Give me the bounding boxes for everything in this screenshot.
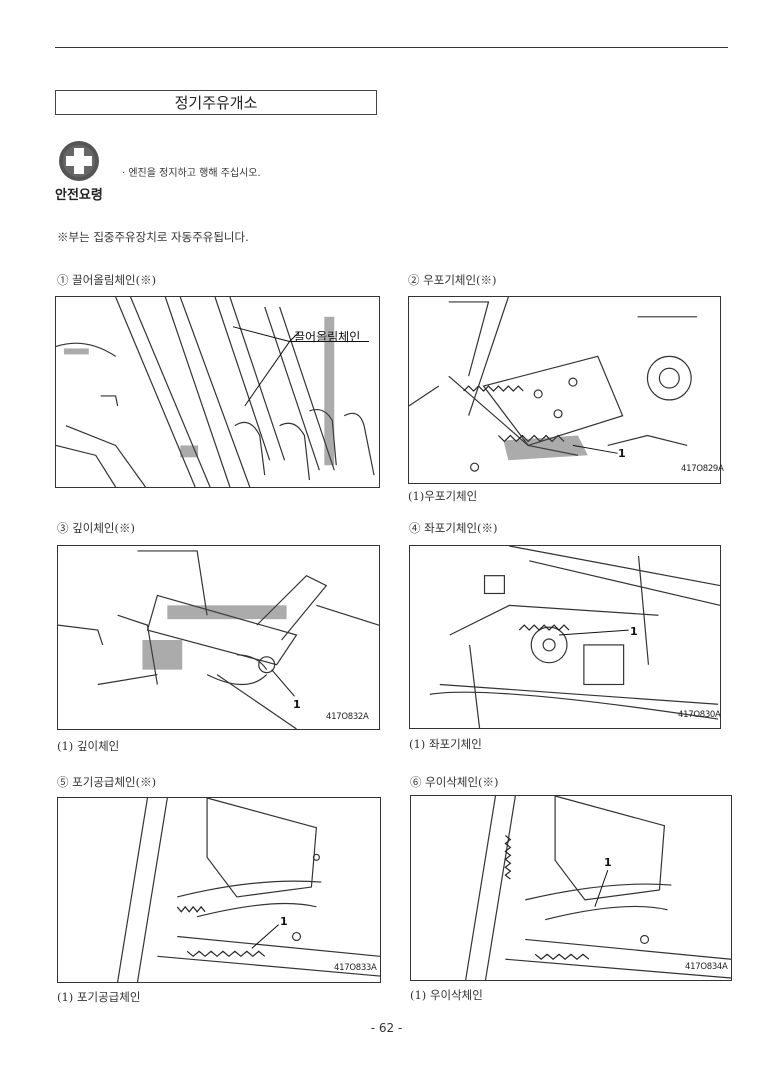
header-rule — [55, 47, 728, 48]
callout-number-6: 1 — [604, 856, 612, 869]
caption-3: (1) 깊이체인 — [57, 739, 120, 753]
figure-code-4: 417O830A — [678, 710, 721, 720]
caption-6: (1) 우이삭체인 — [410, 988, 483, 1002]
section-title: 정기주유개소 — [55, 90, 377, 115]
callout-number-4: 1 — [630, 625, 638, 638]
callout-lift-chain: 끌어올림체인 — [294, 330, 361, 344]
figure-depth-chain: 1 417O832A — [57, 545, 380, 730]
figure-lift-chain: 끌어올림체인 — [55, 296, 380, 488]
figure-code-6: 417O834A — [685, 962, 728, 972]
section-heading-6: ⑥ 우이삭체인(※) — [410, 775, 499, 789]
figure-right-ear-chain: 1 417O834A — [410, 795, 732, 981]
callout-number-5: 1 — [280, 915, 288, 928]
figure-seedling-feed-chain: 1 417O833A — [57, 797, 381, 983]
section-title-text: 정기주유개소 — [174, 94, 258, 112]
section-heading-5: ⑤ 포기공급체인(※) — [57, 775, 157, 789]
figure-left-planting-chain: 1 417O830A — [409, 545, 721, 729]
figure-code-2: 417O829A — [681, 464, 724, 474]
callout-number-3: 1 — [293, 698, 301, 711]
auto-lube-note: ※부는 집중주유장치로 자동주유됩니다. — [57, 230, 249, 244]
safety-instruction: · 엔진을 정지하고 행해 주십시오. — [122, 168, 261, 179]
section-heading-4: ④ 좌포기체인(※) — [409, 521, 498, 535]
caption-5: (1) 포기공급체인 — [57, 990, 141, 1004]
callout-number-2: 1 — [618, 447, 626, 460]
figure-code-5: 417O833A — [334, 963, 377, 973]
page-number: - 62 - — [370, 1021, 403, 1035]
figure-code-3: 417O832A — [326, 712, 369, 722]
safety-label: 안전요령 — [55, 188, 103, 203]
figure-right-planting-chain: 1 417O829A — [408, 296, 724, 484]
safety-cross-icon — [59, 141, 99, 181]
caption-4: (1) 좌포기체인 — [409, 737, 482, 751]
section-heading-1: ① 끌어올림체인(※) — [57, 273, 157, 287]
section-heading-3: ③ 깊이체인(※) — [57, 521, 135, 535]
section-heading-2: ② 우포기체인(※) — [408, 273, 497, 287]
caption-2: (1)우포기체인 — [408, 489, 478, 503]
